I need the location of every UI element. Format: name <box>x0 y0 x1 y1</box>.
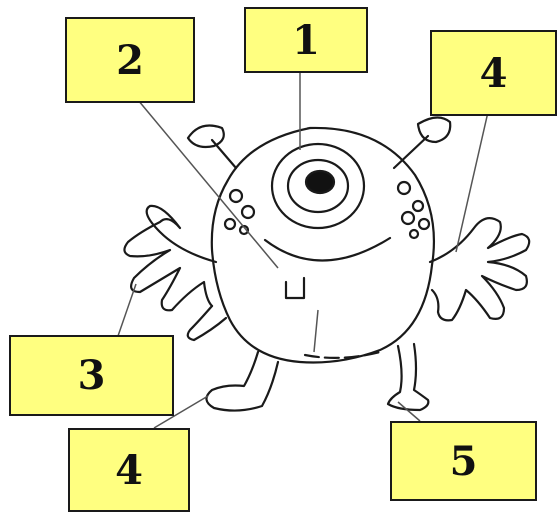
leader-line-3 <box>118 284 136 336</box>
spot <box>225 219 235 229</box>
leader-line-5 <box>398 402 420 421</box>
right-leg <box>388 344 428 410</box>
label-box-3: 3 <box>9 335 174 416</box>
spot <box>402 212 414 224</box>
spot <box>410 230 418 238</box>
smile <box>265 238 390 261</box>
label-box-4-right: 4 <box>430 30 557 116</box>
right-hand <box>430 218 529 320</box>
left-hand-lower <box>188 306 226 340</box>
label-box-1: 1 <box>244 7 368 73</box>
left-hand <box>124 206 216 310</box>
spot <box>242 206 254 218</box>
leader-line-belly <box>314 310 318 352</box>
spot <box>398 182 410 194</box>
left-antenna-tip <box>188 126 224 147</box>
spot <box>230 190 242 202</box>
label-box-4-left: 4 <box>68 428 190 512</box>
pupil <box>306 171 334 193</box>
right-antenna <box>394 136 428 168</box>
spot <box>413 201 423 211</box>
left-leg <box>206 352 278 411</box>
tooth <box>286 278 304 298</box>
label-box-2: 2 <box>65 17 195 103</box>
right-antenna-tip <box>418 117 450 142</box>
spot <box>419 219 429 229</box>
label-box-5: 5 <box>390 421 537 501</box>
